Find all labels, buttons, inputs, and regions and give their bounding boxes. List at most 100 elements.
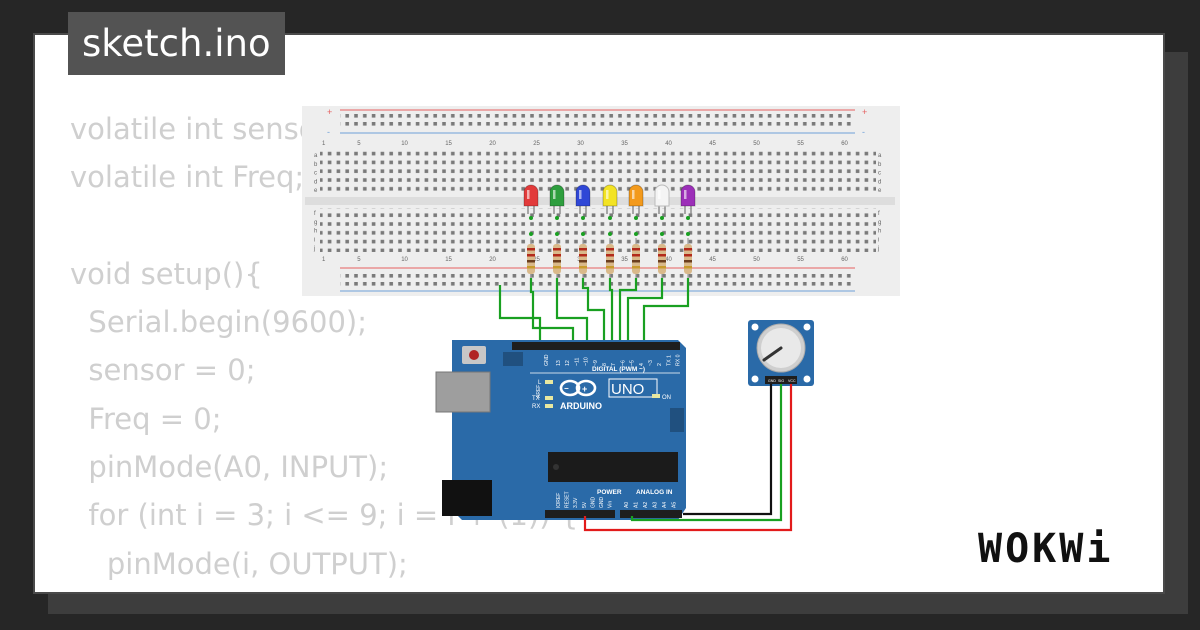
model-box xyxy=(608,378,658,398)
digital-pin-label: TX 1 xyxy=(666,355,672,366)
connection-dot xyxy=(555,232,559,236)
rail-minus-label-right: - xyxy=(862,127,865,137)
resistor-band xyxy=(553,248,561,251)
resistor-band xyxy=(632,260,640,263)
wire-pin-6 xyxy=(608,278,614,350)
row-label: d xyxy=(878,179,881,185)
analog-pin-label: A1 xyxy=(634,502,640,508)
resistor-band xyxy=(658,254,666,257)
led-on xyxy=(652,394,660,398)
column-label: 25 xyxy=(533,141,540,147)
power-pin-label: 3.3V xyxy=(573,497,579,508)
column-label: 5 xyxy=(357,141,361,147)
column-label: 5 xyxy=(357,257,361,263)
code-line: pinMode(A0, INPUT); xyxy=(70,450,389,485)
pot-pin-label: VCC xyxy=(788,379,796,383)
connection-dot xyxy=(581,232,585,236)
column-label: 40 xyxy=(665,141,672,147)
resistor-band xyxy=(684,266,692,269)
mount-hole xyxy=(803,323,811,331)
rail-minus-label: - xyxy=(327,127,330,137)
column-label: 60 xyxy=(841,257,848,263)
arduino-brand: ARDUINO xyxy=(560,401,602,411)
arduino-logo: − + xyxy=(559,379,597,397)
column-label: 50 xyxy=(753,141,760,147)
digital-pin-label: 8 xyxy=(602,363,608,366)
digital-pin-label: 2 xyxy=(657,363,663,366)
column-label: 20 xyxy=(489,141,496,147)
digital-pin-label: ~6 xyxy=(620,360,626,366)
row-label: h xyxy=(878,229,881,235)
power-jack xyxy=(442,480,492,516)
filename-tab[interactable]: sketch.ino xyxy=(68,12,285,75)
led-body xyxy=(602,184,618,207)
column-label: 45 xyxy=(709,257,716,263)
column-label: 1 xyxy=(322,141,326,147)
row-label: j xyxy=(313,246,315,252)
led-highlight xyxy=(606,190,609,199)
bottom-terminal-strip xyxy=(320,208,876,252)
wire-pin-7 xyxy=(581,278,606,350)
resistor-band xyxy=(553,266,561,269)
row-label: i xyxy=(314,237,315,243)
resistor-band xyxy=(632,266,640,269)
led-rx xyxy=(545,404,553,408)
analog-pin-label: A5 xyxy=(672,502,678,508)
resistor-band xyxy=(684,254,692,257)
atmega-chip xyxy=(548,452,678,482)
resistor-band xyxy=(527,260,535,263)
power-pin-label: Vin xyxy=(608,501,614,508)
on-label: ON xyxy=(662,395,671,401)
resistor-band xyxy=(606,254,614,257)
digital-pin-label: ~10 xyxy=(584,357,590,366)
pot-wires xyxy=(583,384,793,532)
led-body xyxy=(575,184,591,207)
resistor-band xyxy=(606,260,614,263)
led-body xyxy=(680,184,696,207)
connection-dot xyxy=(529,216,533,220)
usb-port xyxy=(435,371,491,413)
resistor-band xyxy=(684,248,692,251)
mount-hole xyxy=(803,375,811,383)
power-pin-label: 5V xyxy=(582,501,588,508)
resistor-band xyxy=(579,260,587,263)
led xyxy=(602,184,618,280)
wire-pin-5 xyxy=(618,278,638,350)
row-label: e xyxy=(314,188,318,194)
rail-plus-label: + xyxy=(327,107,332,117)
digital-pin-label: 4 xyxy=(639,363,645,366)
led-array xyxy=(523,184,696,280)
rail-plus-label-right: + xyxy=(862,107,867,117)
icsp-header xyxy=(503,352,523,366)
resistor-band xyxy=(553,254,561,257)
wire-pin-4 xyxy=(626,278,664,350)
pot-header xyxy=(765,376,797,384)
resistor-band xyxy=(658,260,666,263)
resistor-band xyxy=(579,254,587,257)
row-label: d xyxy=(314,179,317,185)
column-label: 35 xyxy=(621,141,628,147)
connection-dot xyxy=(686,216,690,220)
mount-hole xyxy=(751,323,759,331)
column-label: 20 xyxy=(489,257,496,263)
arduino-model: UNO xyxy=(611,381,644,398)
digital-header xyxy=(512,342,680,350)
led xyxy=(628,184,644,280)
column-label: 40 xyxy=(665,257,672,263)
digital-pin-label: RX 0 xyxy=(676,354,682,366)
led-l-label: L xyxy=(538,380,542,386)
power-pin-label: GND xyxy=(590,497,596,509)
reset-button[interactable] xyxy=(469,350,479,360)
resistor-band xyxy=(684,260,692,263)
led-tx xyxy=(545,396,553,400)
code-line: sensor = 0; xyxy=(70,353,256,388)
resistor-band xyxy=(658,266,666,269)
column-label: 45 xyxy=(709,141,716,147)
led-highlight xyxy=(553,190,556,199)
led xyxy=(654,184,670,280)
analog-pin-label: A3 xyxy=(653,502,659,508)
